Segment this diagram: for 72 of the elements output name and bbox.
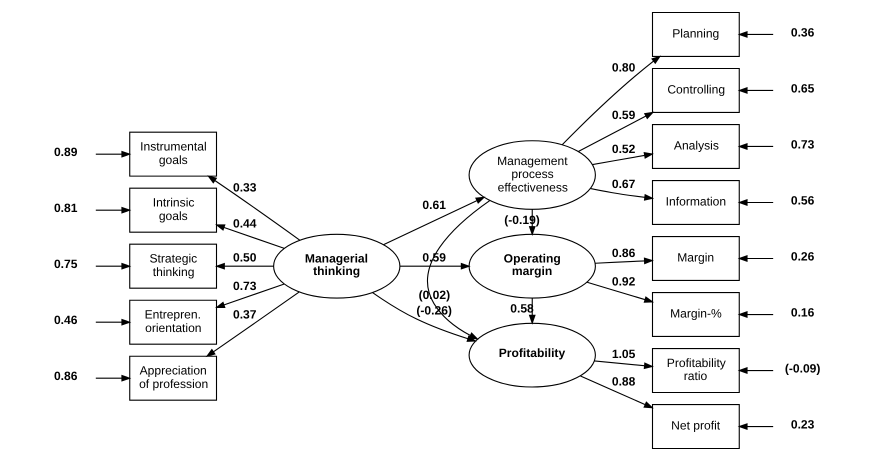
node-box: Strategic thinking [129,244,218,289]
edge-label: 0.67 [612,177,636,191]
node-box: Controlling [652,68,740,113]
node-box: Net profit [652,404,740,450]
edge-label: 0.86 [612,246,636,260]
node-box: Margin [652,236,740,282]
edge-label: 0.80 [612,60,636,75]
arrow [215,224,284,249]
node-ellipse: Management process effectiveness [468,140,596,210]
node-box: Intrinsic goals [129,188,218,233]
arrow [383,196,486,246]
edge-label: 0.61 [422,198,446,212]
edge-label: 0.44 [232,216,256,231]
arrow [96,206,132,214]
arrow [738,423,774,430]
arrow [738,31,774,38]
edge-label: 0.52 [612,142,636,156]
arrow [207,175,300,241]
edge-label: 0.88 [612,374,636,389]
node-text: 0.36 [790,25,814,40]
node-text: 0.86 [54,369,78,384]
node-text: 0.81 [54,201,78,216]
node-text: 0.26 [790,249,814,264]
node-text: 0.23 [790,418,814,432]
arrow [592,152,654,166]
node-ellipse: Operating margin [468,234,596,299]
edge-label: 0.92 [612,274,636,289]
node-text: 0.16 [790,305,814,320]
node-box: Analysis [652,124,740,169]
arrow [427,200,490,340]
arrow [578,112,654,152]
arrow [580,376,654,408]
node-text: 0.89 [54,145,78,160]
node-box: Margin-% [652,292,740,338]
node-text: 0.56 [790,193,814,208]
arrow [738,311,774,318]
arrow [206,291,300,358]
arrow [96,150,132,158]
node-text: 0.73 [790,137,814,152]
node-text: 0.65 [790,81,814,96]
arrow [586,282,654,303]
edge-label: 0.59 [612,108,636,122]
edge-label: 0.73 [232,279,256,294]
edge-label: 0.33 [232,180,256,194]
arrow [562,55,662,145]
arrow [738,199,774,206]
node-box: Instrumental goals [129,132,218,177]
arrow [738,367,774,374]
node-box: Information [652,180,740,226]
arrow [590,188,654,201]
node-box: Profitability ratio [652,348,740,394]
arrow [738,143,774,150]
node-box: Appreciation of profession [129,356,218,401]
arrow [738,87,774,94]
arrow [400,262,471,270]
arrow [96,374,132,382]
edge-label: 0.50 [232,250,256,265]
edge-label: 0.37 [232,308,256,322]
arrow [214,262,274,270]
arrow [96,318,132,326]
node-text: 0.75 [54,257,78,272]
arrow [738,255,774,262]
node-text: 0.46 [54,313,78,328]
node-text: (-0.09) [784,362,820,376]
arrow [595,257,654,264]
node-box: Entrepren. orientation [129,300,218,345]
node-ellipse: Managerial thinking [273,234,400,299]
node-box: Planning [652,12,740,57]
arrow [96,262,132,270]
arrow [594,360,654,370]
arrow [215,283,284,308]
edge-label: 1.05 [612,347,636,362]
